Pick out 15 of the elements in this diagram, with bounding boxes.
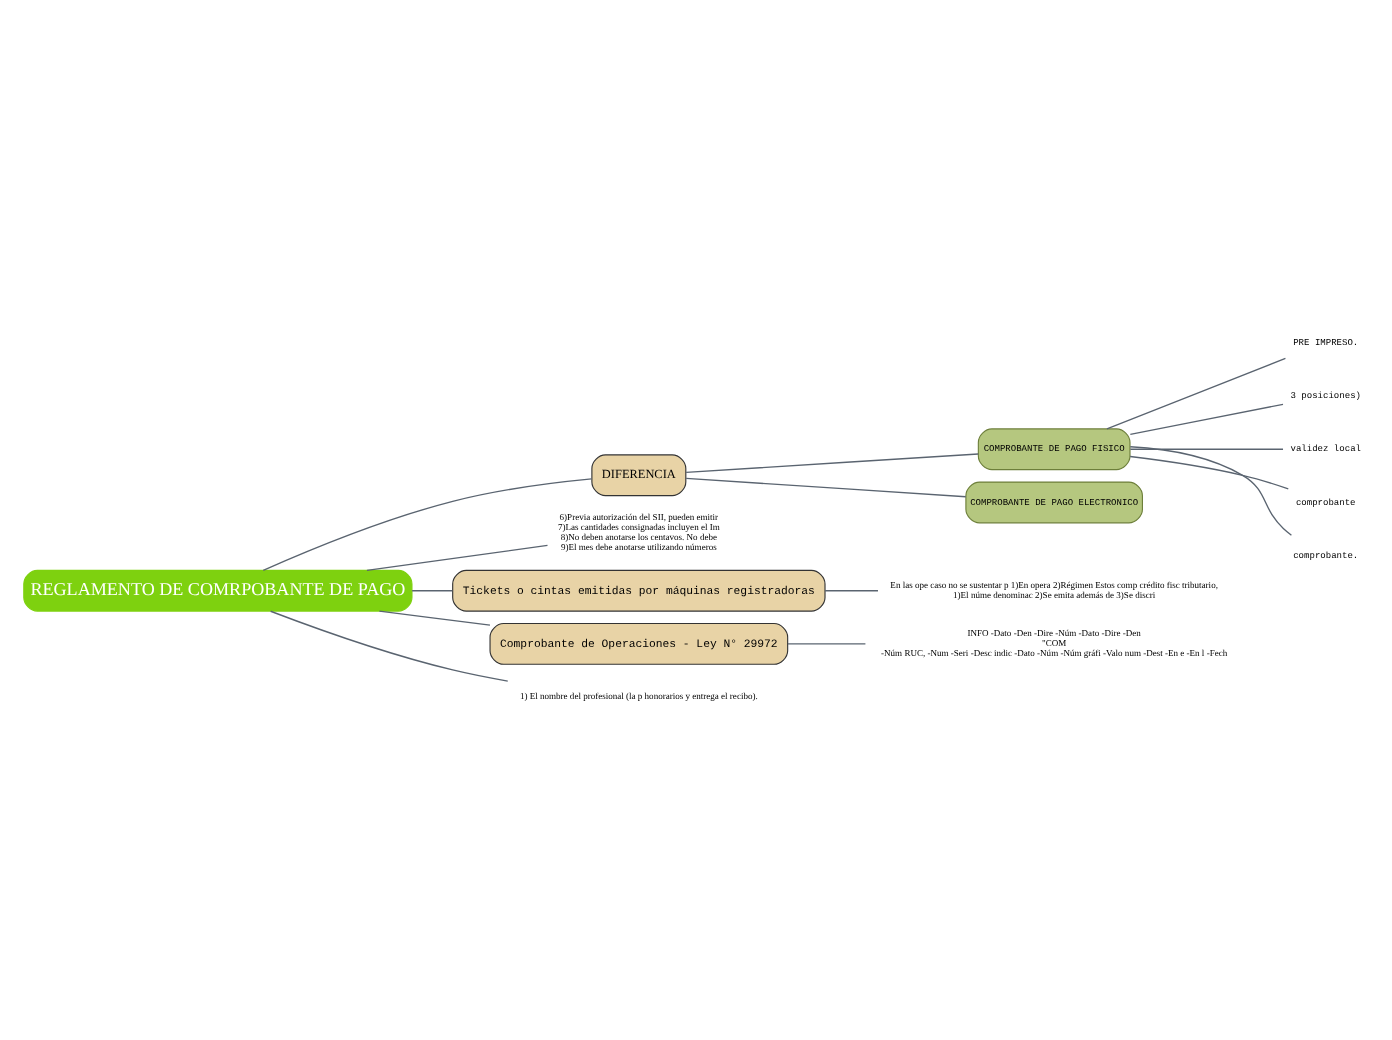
connector <box>262 478 593 572</box>
connector <box>1129 446 1293 536</box>
connector <box>269 610 509 682</box>
connector <box>1129 448 1284 450</box>
node-box: REGLAMENTO DE COMRPOBANTE DE PAGO <box>23 569 413 612</box>
connector <box>411 590 454 592</box>
connector <box>1129 455 1289 490</box>
connector <box>685 453 979 474</box>
connector <box>378 610 491 626</box>
connector <box>366 544 549 571</box>
connector <box>1129 403 1284 436</box>
connector <box>685 477 967 498</box>
connector <box>824 590 879 592</box>
connector <box>787 643 867 645</box>
connector <box>1106 357 1287 430</box>
